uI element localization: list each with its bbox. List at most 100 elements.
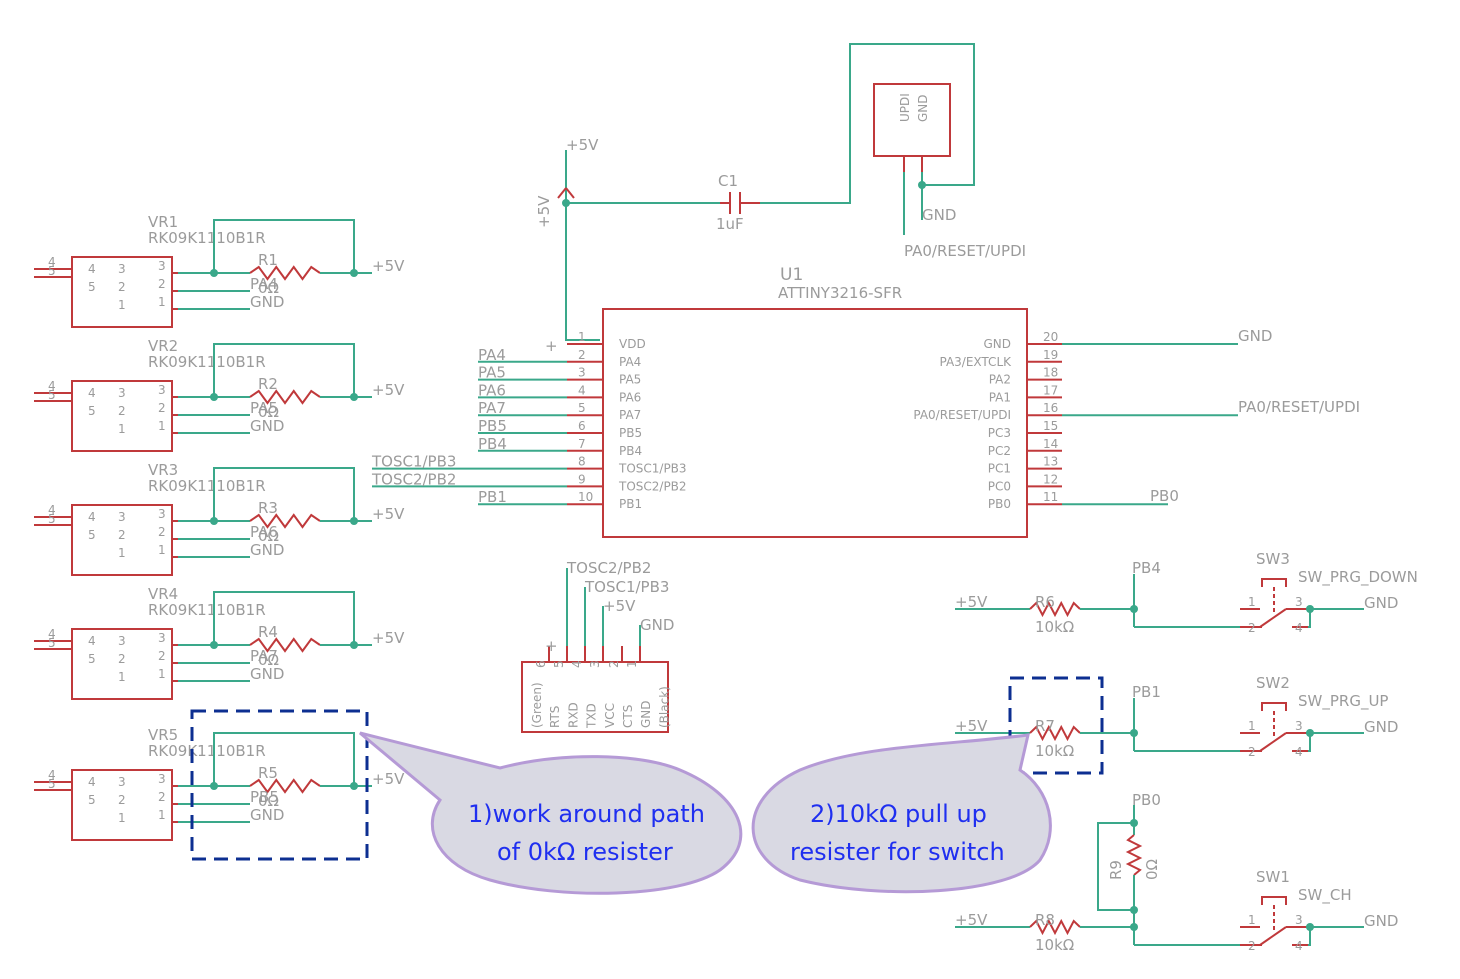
c1-value: 1uF — [716, 215, 744, 233]
updi-section: +5V +5V C1 1uF UPDI GND GND PA0/RESET/UP… — [535, 43, 1026, 341]
serial-pin-name: VCC — [603, 703, 617, 728]
u1-pin-number: 17 — [1043, 383, 1058, 397]
u1-pin-number: 1 — [578, 330, 586, 344]
r9-value: 0Ω — [1143, 859, 1161, 880]
pot-res-name: R4 — [258, 623, 278, 641]
switch-pin-number: 1 — [1248, 719, 1256, 733]
switch-pin-number: 4 — [1295, 939, 1303, 953]
switch-pin-number: 4 — [1295, 745, 1303, 759]
switch-actuator — [1261, 578, 1287, 587]
switch-res-name: R8 — [1035, 911, 1055, 929]
pot-name: VR3 — [148, 461, 178, 479]
u1-net-label: PA5 — [478, 364, 506, 382]
u1-pin-name: PC2 — [988, 444, 1011, 458]
pot-pin-name: 3 — [118, 262, 126, 276]
pot-res-value: 0Ω — [258, 527, 279, 545]
callout-2: 2)10kΩ pull up resister for switch — [751, 733, 1052, 894]
pot-gnd-label: GND — [250, 293, 284, 311]
switch-pin-number: 2 — [1248, 939, 1256, 953]
pot-pin-name: 4 — [88, 634, 96, 648]
pot-value: RK09K1110B1R — [148, 742, 266, 760]
pot-pin-number: 4 — [48, 379, 56, 393]
switch-wire — [1308, 927, 1311, 946]
serial-pin-number: 3 — [588, 660, 602, 668]
serial-pin-number: 1 — [625, 660, 639, 668]
switch-pin-number: 2 — [1248, 621, 1256, 635]
u1-net-label: PA7 — [478, 399, 506, 417]
callout-1-line1: 1)work around path — [468, 800, 705, 828]
resistor-zigzag — [1029, 918, 1081, 936]
u1-net-label: PA6 — [478, 381, 506, 399]
pot-pin-name: 5 — [88, 404, 96, 418]
junction-dot — [210, 517, 218, 525]
u1-pin-name: PB0 — [988, 497, 1011, 511]
pot-wiper-net: PA4 — [250, 275, 278, 293]
pot-pin-name: 2 — [118, 528, 126, 542]
u1-pin-number: 15 — [1043, 419, 1058, 433]
u1-pin-name: VDD — [619, 337, 646, 351]
callout-2-line2: resister for switch — [790, 838, 1005, 866]
pot-wiper-net: PA7 — [250, 647, 278, 665]
switch-res-value: 10kΩ — [1035, 618, 1074, 636]
c1-name: C1 — [718, 172, 738, 190]
pot-pin-name: 1 — [118, 670, 126, 684]
pot-pin-number: 3 — [158, 631, 166, 645]
switch-pin-number: 2 — [1248, 745, 1256, 759]
pot-pin-name: 5 — [88, 652, 96, 666]
pot-vcc-label: +5V — [372, 257, 405, 275]
u1-pin-name: PA4 — [619, 355, 641, 369]
serial-net-label: TOSC2/PB2 — [566, 559, 651, 577]
pot-pin-name: 1 — [118, 422, 126, 436]
pot-res-name: R5 — [258, 764, 278, 782]
updi-gnd-label: GND — [922, 206, 956, 224]
switch-actuator — [1261, 702, 1287, 711]
u1-net-label: TOSC1/PB3 — [371, 453, 456, 471]
switch-wire — [1308, 733, 1311, 752]
u1-pin-name: PB4 — [619, 444, 642, 458]
pot-pin-number: 3 — [158, 259, 166, 273]
junction-dot — [350, 393, 358, 401]
switch-name: SW3 — [1256, 550, 1290, 568]
pot-pin-number: 4 — [48, 768, 56, 782]
switch-name: SW2 — [1256, 674, 1290, 692]
u1-pin-number: 4 — [578, 383, 586, 397]
u1-value: ATTINY3216-SFR — [778, 284, 902, 302]
pot-vcc-label: +5V — [372, 381, 405, 399]
u1-name: U1 — [780, 265, 803, 285]
pot-gnd-label: GND — [250, 417, 284, 435]
pot-value: RK09K1110B1R — [148, 353, 266, 371]
updi-header: UPDI GND GND PA0/RESET/UPDI — [873, 83, 1026, 260]
junction-dot — [350, 782, 358, 790]
u1-pin-number: 12 — [1043, 472, 1058, 486]
u1-pin-number: 18 — [1043, 366, 1058, 380]
pot-res-value: 0Ω — [258, 279, 279, 297]
pot-bypass-wire — [213, 219, 355, 273]
u1-pin-number: 14 — [1043, 437, 1058, 451]
switch-pin-number: 1 — [1248, 913, 1256, 927]
switch-gnd-label: GND — [1364, 594, 1398, 612]
u1-pin-number: 7 — [578, 437, 586, 451]
pot-pin-number: 1 — [158, 295, 166, 309]
pot-pin-name: 5 — [88, 793, 96, 807]
pot-pin-number: 3 — [158, 383, 166, 397]
switch-res-name: R7 — [1035, 717, 1055, 735]
pot-pin-name: 2 — [118, 280, 126, 294]
pot-pin-number: 4 — [48, 503, 56, 517]
pot-name: VR4 — [148, 585, 178, 603]
u1-pin-number: 16 — [1043, 401, 1058, 415]
serial-pin-name: RXD — [566, 702, 580, 728]
resistor-zigzag — [249, 637, 321, 653]
pot-pin-number: 3 — [158, 772, 166, 786]
resistor-zigzag — [249, 265, 321, 281]
updi-pin1-name: UPDI — [898, 93, 912, 122]
serial-pin-number: 5 — [552, 660, 566, 668]
callout-1: 1)work around path of 0kΩ resister — [359, 731, 743, 895]
u1-pin-name: PB5 — [619, 426, 642, 440]
u1-pin-name: PA3/EXTCLK — [939, 355, 1012, 369]
